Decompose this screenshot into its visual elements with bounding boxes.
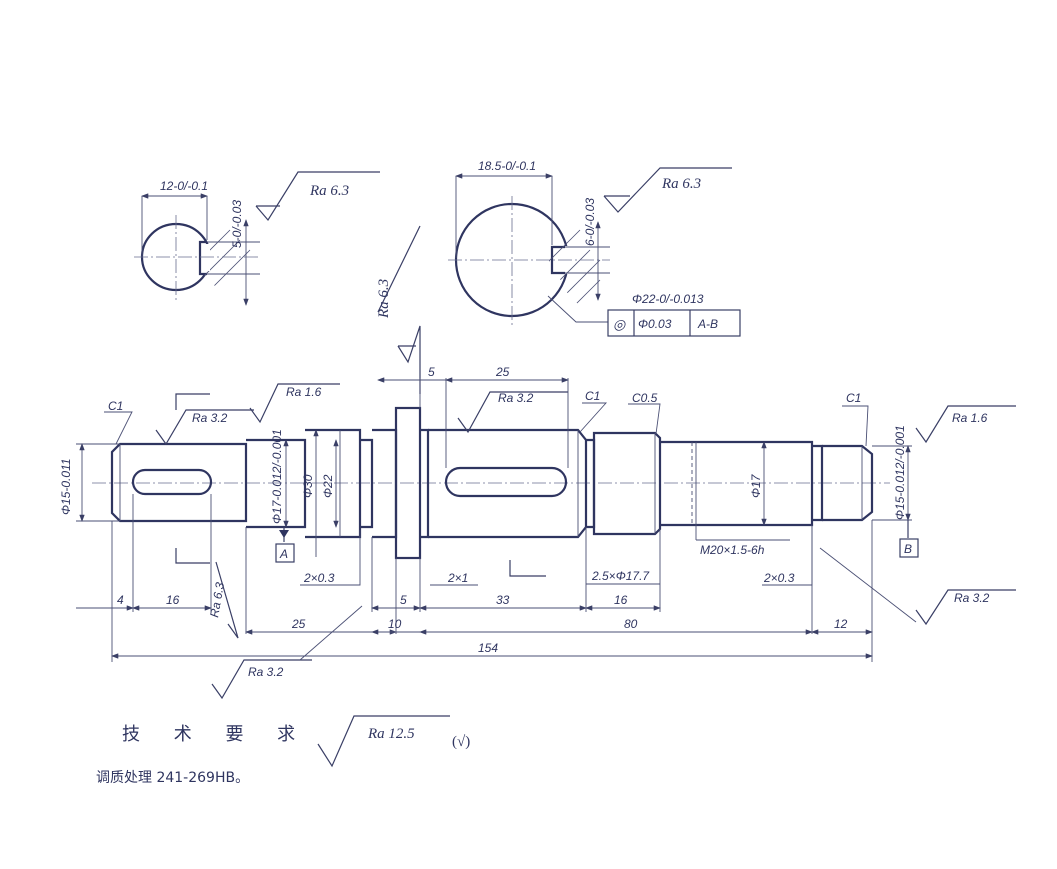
- groove-2: 2×1: [447, 571, 468, 585]
- dim-12: 12: [834, 617, 848, 631]
- dim-phi17-left: Φ17-0.012/-0.001: [270, 429, 284, 524]
- tolerance-symbol: ◎: [613, 316, 627, 332]
- section-right-width-dim: 18.5-0/-0.1: [478, 159, 536, 173]
- notes-treatment: 调质处理 241-269HB。: [96, 770, 249, 786]
- dim-phi15-right: Φ15-0.012/-0.001: [893, 425, 907, 520]
- dim-phi17-right: Φ17: [749, 473, 763, 498]
- roughness-ra32-4: Ra 3.2: [248, 665, 284, 679]
- keyway-right: [444, 466, 568, 498]
- chamfer-label-3: C1: [585, 389, 600, 403]
- roughness-ra32-1: Ra 3.2: [192, 411, 228, 425]
- roughness-ra63-bottom: Ra 6.3: [207, 581, 227, 619]
- section-left-depth-dim: 5-0/-0.03: [230, 200, 244, 248]
- section-left: 12-0/-0.1 5-0/-0.03 Ra 6.3: [134, 171, 380, 306]
- roughness-ra32-3: Ra 3.2: [954, 591, 990, 605]
- groove-1: 2×0.3: [303, 571, 335, 585]
- datum-a: A: [279, 547, 288, 561]
- dim-5: 5: [400, 593, 407, 607]
- section-right-diameter-dim: Φ22-0/-0.013: [632, 292, 704, 306]
- dim-phi22: Φ22: [321, 474, 335, 498]
- section-left-roughness: Ra 6.3: [309, 183, 349, 199]
- dim-16-left: 16: [166, 593, 180, 607]
- chamfer-label-4: C1: [846, 391, 861, 405]
- section-right-depth-dim: 6-0/-0.03: [583, 198, 597, 246]
- roughness-ra32-2: Ra 3.2: [498, 391, 534, 405]
- dim-top-5: 5: [428, 365, 435, 379]
- general-roughness-value: Ra 12.5: [367, 726, 415, 742]
- datum-b: B: [904, 542, 912, 556]
- tolerance-datum: A-B: [697, 317, 718, 331]
- section-right: 18.5-0/-0.1 6-0/-0.03 Ra 6.3 Φ22-0/-0.01…: [448, 159, 741, 337]
- section-left-width-dim: 12-0/-0.1: [160, 179, 208, 193]
- shaft-main-view: C1 C0.5 C1 C1 Ra 6.3 Ra 3.2 Ra 1.6 Ra 3.…: [59, 225, 1016, 700]
- dim-33: 33: [496, 593, 510, 607]
- groove-4: 2×0.3: [763, 571, 795, 585]
- technical-requirements: 技 术 要 求 调质处理 241-269HB。 Ra 12.5 (√): [96, 715, 470, 786]
- notes-heading: 技 术 要 求: [122, 724, 309, 745]
- dim-4: 4: [117, 593, 124, 607]
- groove-3: 2.5×Φ17.7: [591, 569, 650, 583]
- general-roughness-suffix: (√): [452, 734, 470, 750]
- chamfer-label-2: C0.5: [632, 391, 658, 405]
- dim-80: 80: [624, 617, 638, 631]
- roughness-ra16-2: Ra 1.6: [952, 411, 988, 425]
- shaft-collar: [394, 406, 422, 560]
- tolerance-value: Φ0.03: [638, 317, 672, 331]
- keyway-left: [131, 468, 213, 496]
- dim-25: 25: [291, 617, 306, 631]
- dim-phi15-left: Φ15-0.011: [59, 458, 73, 515]
- section-right-roughness: Ra 6.3: [661, 176, 701, 192]
- dim-top-25: 25: [495, 365, 510, 379]
- dim-10: 10: [388, 617, 402, 631]
- roughness-ra16-1: Ra 1.6: [286, 385, 322, 399]
- dim-16-right: 16: [614, 593, 628, 607]
- thread-spec: M20×1.5-6h: [700, 543, 765, 557]
- dim-overall-154: 154: [478, 641, 498, 655]
- chamfer-label-1: C1: [108, 399, 123, 413]
- general-roughness-symbol: [317, 715, 450, 768]
- dim-phi30: Φ30: [301, 474, 315, 498]
- roughness-ra63-top: Ra 6.3: [376, 279, 392, 319]
